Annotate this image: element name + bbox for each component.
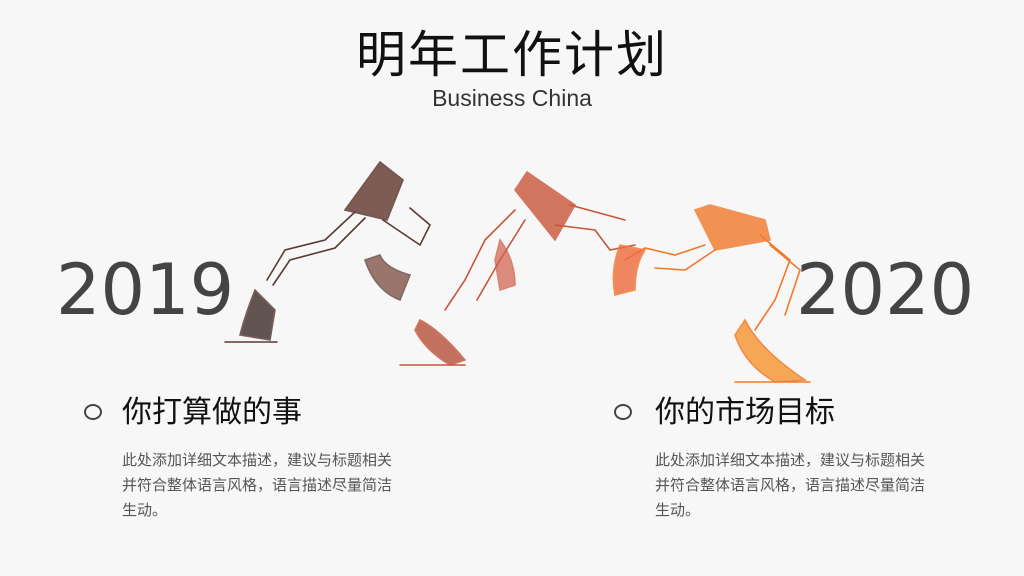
circle-bullet-icon (614, 404, 632, 420)
section-title-right: 你的市场目标 (655, 395, 835, 430)
runner-3 (612, 204, 811, 383)
year-start-label: 2019 (56, 249, 235, 331)
page-title: 明年工作计划 (356, 26, 668, 84)
section-description-right: 此处添加详细文本描述，建议与标题相关并符合整体语言风格，语言描述尽量简洁生动。 (655, 451, 926, 519)
section-description-left: 此处添加详细文本描述，建议与标题相关并符合整体语言风格，语言描述尽量简洁生动。 (122, 451, 393, 519)
year-end-label: 2020 (796, 249, 975, 331)
runner-1 (224, 160, 431, 343)
section-title-left: 你打算做的事 (122, 395, 302, 430)
page-subtitle: Business China (432, 85, 592, 111)
circle-bullet-icon (84, 404, 102, 420)
runner-2 (399, 170, 636, 366)
running-legs-illustration (224, 160, 811, 383)
